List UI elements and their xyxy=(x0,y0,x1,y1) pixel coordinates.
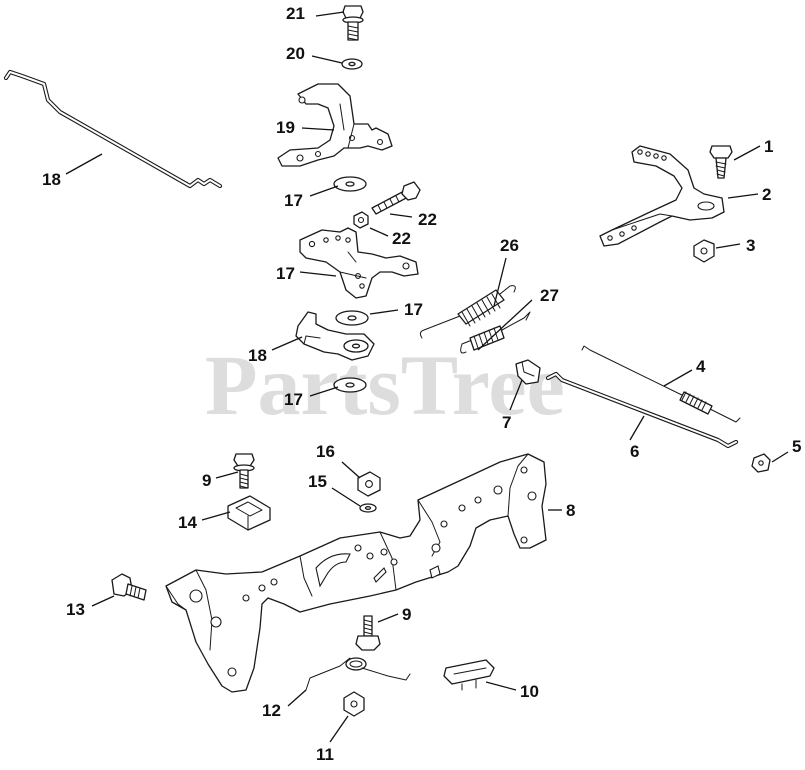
part-23-bolt xyxy=(342,5,364,41)
part-25-nut xyxy=(353,211,369,229)
part-7-clip xyxy=(515,359,541,385)
callout-25: 22 xyxy=(392,229,411,248)
part-12-spring xyxy=(305,657,411,691)
callout-numbers: 21 20 19 18 17 22 22 17 17 18 17 26 27 7… xyxy=(42,4,801,764)
part-11-nut xyxy=(343,691,365,717)
callout-4: 4 xyxy=(696,357,706,376)
leader-lines xyxy=(65,11,789,743)
callout-13: 13 xyxy=(66,600,85,619)
callout-11: 11 xyxy=(316,745,334,764)
callout-10: 10 xyxy=(520,682,539,701)
part-6-control-rod xyxy=(545,371,739,449)
callout-15: 15 xyxy=(308,472,327,491)
callout-18: 18 xyxy=(248,346,267,365)
part-24-bolt xyxy=(371,181,421,215)
callout-27: 27 xyxy=(540,286,559,305)
callout-8: 8 xyxy=(566,501,575,520)
part-20-governor-rod xyxy=(3,69,223,189)
part-22-washer xyxy=(341,58,363,70)
callout-17-middle: 17 xyxy=(404,300,423,319)
part-3-nut xyxy=(693,239,715,263)
part-21-control-bracket xyxy=(277,83,393,167)
callout-5: 5 xyxy=(792,437,801,456)
part-26-spring xyxy=(419,285,516,339)
part-13-bolt xyxy=(111,573,147,601)
part-2-lever-arm xyxy=(599,145,725,247)
callout-9-lower: 9 xyxy=(402,605,411,624)
watermark: PartsTree xyxy=(205,337,565,433)
callout-17-upper: 17 xyxy=(284,191,303,210)
part-17-washer-middle xyxy=(335,310,369,326)
callout-9-upper: 9 xyxy=(202,471,211,490)
callout-14: 14 xyxy=(178,513,197,532)
part-18-lever xyxy=(295,311,375,361)
callout-24: 22 xyxy=(418,210,437,229)
callout-22: 20 xyxy=(286,44,305,63)
callout-20: 18 xyxy=(42,170,61,189)
callout-21: 19 xyxy=(276,118,295,137)
part-17-washer-upper xyxy=(333,176,367,192)
callout-2: 2 xyxy=(762,185,771,204)
part-5-clip xyxy=(751,453,771,473)
part-8-control-panel xyxy=(165,453,547,693)
callout-19: 17 xyxy=(276,264,295,283)
part-10-switch xyxy=(443,659,495,691)
callout-7: 7 xyxy=(502,413,511,432)
part-16-nut xyxy=(357,471,381,497)
callout-1: 1 xyxy=(764,137,773,156)
callout-17-lower: 17 xyxy=(284,390,303,409)
part-4-cable xyxy=(581,345,741,423)
callout-23: 21 xyxy=(286,4,305,23)
callout-12: 12 xyxy=(262,701,281,720)
part-9-bolt-lower xyxy=(355,615,381,651)
part-9-bolt-upper xyxy=(233,453,255,489)
callout-6: 6 xyxy=(630,442,639,461)
callout-3: 3 xyxy=(746,236,755,255)
part-27-spring xyxy=(460,311,531,354)
callout-16: 16 xyxy=(316,442,335,461)
part-15-washer xyxy=(359,503,377,513)
part-1-bolt xyxy=(709,145,733,179)
part-17-washer-lower xyxy=(333,377,367,393)
part-19-throttle-bracket xyxy=(299,227,419,299)
callout-26: 26 xyxy=(500,236,519,255)
part-14-retainer xyxy=(227,495,271,531)
